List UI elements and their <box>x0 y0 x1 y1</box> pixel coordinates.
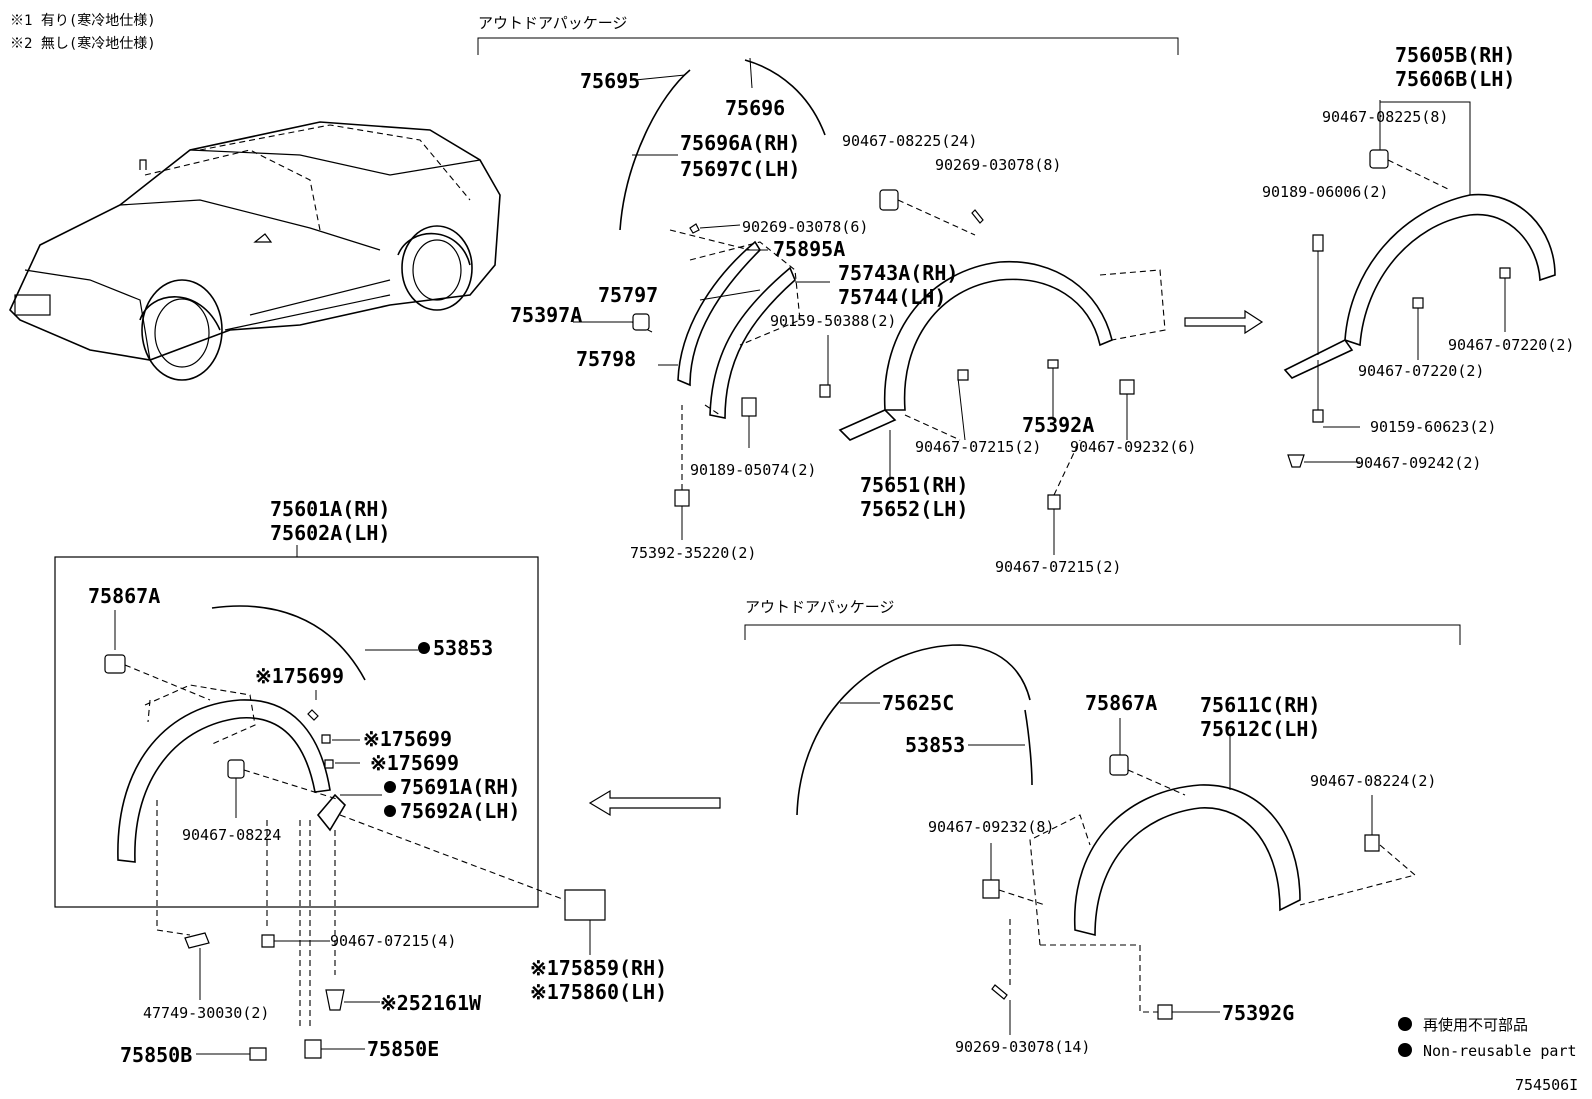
label-75392A: 75392A <box>1022 413 1094 437</box>
label-75699-a: ※175699 <box>255 664 344 688</box>
label-90467-09242: 90467-09242(2) <box>1355 454 1481 472</box>
label-90269-03078-6: 90269-03078(6) <box>742 218 868 236</box>
label-75696: 75696 <box>725 96 785 120</box>
label-75652: 75652(LH) <box>860 497 968 521</box>
label-90269-03078-8: 90269-03078(8) <box>935 156 1061 174</box>
nonreusable-dot-75692A <box>384 805 396 817</box>
label-75797: 75797 <box>598 283 658 307</box>
group-outdoor-bottom: アウトドアパッケージ <box>744 598 1461 645</box>
label-75850B: 75850B <box>120 1043 192 1067</box>
label-75611C: 75611C(RH) <box>1200 693 1320 717</box>
label-90467-08224-2: 90467-08224(2) <box>1310 772 1436 790</box>
label-90159-60623: 90159-60623(2) <box>1370 418 1496 436</box>
label-75850E: 75850E <box>367 1037 439 1061</box>
label-90467-09232-8: 90467-09232(8) <box>928 818 1054 836</box>
arrow-left-icon <box>588 789 721 817</box>
label-75691A: 75691A(RH) <box>400 775 520 799</box>
label-75602A: 75602A(LH) <box>270 521 390 545</box>
group-outdoor-bottom-title: アウトドアパッケージ <box>745 598 894 616</box>
label-90467-09232-6: 90467-09232(6) <box>1070 438 1196 456</box>
label-75606B: 75606B(LH) <box>1395 67 1515 91</box>
label-53853-l: 53853 <box>433 636 493 660</box>
fender-arch-75611C <box>982 718 1417 1035</box>
label-75697C: 75697C(LH) <box>680 157 800 181</box>
label-75743A: 75743A(RH) <box>838 261 958 285</box>
note-1: ※1 有り(寒冷地仕様) <box>10 12 156 29</box>
legend-en: Non-reusable part <box>1423 1042 1577 1060</box>
label-90467-08225-8: 90467-08225(8) <box>1322 108 1448 126</box>
legend-jp: 再使用不可部品 <box>1423 1016 1528 1034</box>
label-75859: ※175859(RH) <box>530 956 667 980</box>
clips-top <box>573 189 984 540</box>
label-90467-07220-b: 90467-07220(2) <box>1358 362 1484 380</box>
legend-dot-icon <box>1398 1017 1412 1031</box>
car-illustration <box>9 121 501 381</box>
group-outdoor-top-title: アウトドアパッケージ <box>478 14 627 32</box>
label-47749: 47749-30030(2) <box>143 1004 269 1022</box>
note-2: ※2 無し(寒冷地仕様) <box>10 35 156 52</box>
legend: 再使用不可部品 Non-reusable part <box>1398 1016 1577 1060</box>
label-75798: 75798 <box>576 347 636 371</box>
label-90467-07215-4: 90467-07215(4) <box>330 932 456 950</box>
fender-arch-75605B <box>1283 100 1556 468</box>
label-90467-08224-l: 90467-08224 <box>182 826 281 844</box>
label-90159-50388: 90159-50388(2) <box>770 312 896 330</box>
label-52161W: ※252161W <box>380 991 482 1015</box>
label-75651: 75651(RH) <box>860 473 968 497</box>
label-75612C: 75612C(LH) <box>1200 717 1320 741</box>
clips-below-box <box>156 800 606 1061</box>
molding-75695-75696 <box>619 57 826 231</box>
label-75699-c: ※175699 <box>370 751 459 775</box>
legend-dot-icon-2 <box>1398 1043 1412 1057</box>
label-53853-r: 53853 <box>905 733 965 757</box>
label-90467-07220-a: 90467-07220(2) <box>1448 336 1574 354</box>
label-75696A: 75696A(RH) <box>680 131 800 155</box>
arrow-right-icon <box>1184 309 1264 335</box>
nonreusable-dot-75691A <box>384 781 396 793</box>
label-75601A: 75601A(RH) <box>270 497 390 521</box>
label-75699-b: ※175699 <box>363 727 452 751</box>
label-90189-06006: 90189-06006(2) <box>1262 183 1388 201</box>
label-90467-07215-2a: 90467-07215(2) <box>915 438 1041 456</box>
label-75895A: 75895A <box>773 237 845 261</box>
label-75392-35220: 75392-35220(2) <box>630 544 756 562</box>
molding-75625C <box>796 644 1033 816</box>
label-75397A: 75397A <box>510 303 582 327</box>
figure-id: 754506I <box>1515 1076 1578 1094</box>
fender-arch-75601A <box>104 605 566 901</box>
label-75392G: 75392G <box>1222 1001 1294 1025</box>
label-75860: ※175860(LH) <box>530 980 667 1004</box>
label-75744: 75744(LH) <box>838 285 946 309</box>
label-75867A-r: 75867A <box>1085 691 1157 715</box>
label-75625C: 75625C <box>882 691 954 715</box>
fender-arch-75651 <box>838 260 1166 555</box>
assembly-box <box>54 556 539 908</box>
label-90467-07215-2b: 90467-07215(2) <box>995 558 1121 576</box>
label-75695: 75695 <box>580 69 640 93</box>
label-90189-05074: 90189-05074(2) <box>690 461 816 479</box>
label-90269-03078-14: 90269-03078(14) <box>955 1038 1090 1056</box>
label-90467-08225-24: 90467-08225(24) <box>842 132 977 150</box>
nonreusable-dot-53853 <box>418 642 430 654</box>
label-75867A-l: 75867A <box>88 584 160 608</box>
label-75605B: 75605B(RH) <box>1395 43 1515 67</box>
group-outdoor-top: アウトドアパッケージ <box>477 14 1179 55</box>
label-75692A: 75692A(LH) <box>400 799 520 823</box>
